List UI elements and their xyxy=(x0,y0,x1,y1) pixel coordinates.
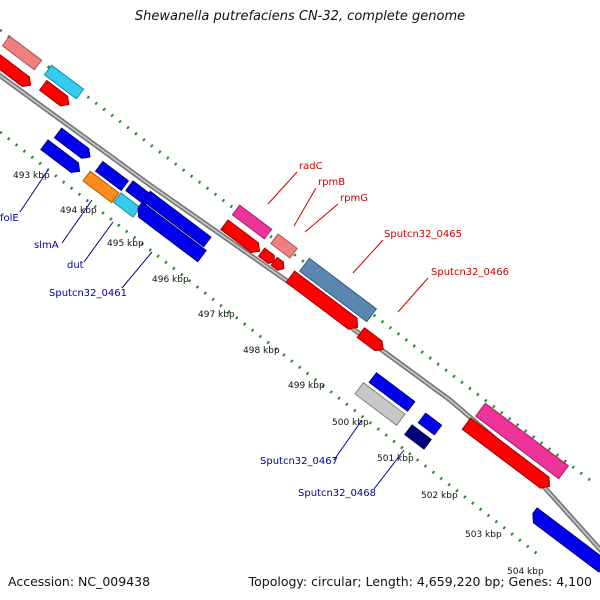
map-title: Shewanella putrefaciens CN-32, complete … xyxy=(134,9,466,24)
gene-label-Sputcn32_0467[interactable]: Sputcn32_0467 xyxy=(260,456,338,467)
feature-blue-0461[interactable] xyxy=(134,201,207,263)
kbp-label: 504 kbp xyxy=(507,567,544,577)
gene-label-slmA[interactable]: slmA xyxy=(34,240,59,251)
feature-blue-4[interactable] xyxy=(368,372,416,412)
kbp-label: 500 kbp xyxy=(332,418,369,428)
kbp-label: 499 kbp xyxy=(288,381,325,391)
leader-line-0461 xyxy=(121,251,153,289)
feature-cyan-dut[interactable] xyxy=(113,192,141,218)
kbp-label: 496 kbp xyxy=(152,275,189,285)
feature-rpmB[interactable] xyxy=(270,233,298,259)
leader-line-rpmG xyxy=(304,203,339,233)
feature-blue-folE[interactable] xyxy=(40,139,83,176)
feature-blue-6[interactable] xyxy=(529,507,600,573)
genome-backbone xyxy=(0,72,600,554)
gene-label-radC[interactable]: radC xyxy=(299,161,323,172)
leader-line-rpmB xyxy=(293,187,317,227)
leader-line-0466 xyxy=(397,277,429,313)
accession-text: Accession: NC_009438 xyxy=(8,574,151,589)
kbp-label: 493 kbp xyxy=(13,171,50,181)
leader-line-0468 xyxy=(373,449,405,490)
kbp-label: 503 kbp xyxy=(465,530,502,540)
kbp-label: 494 kbp xyxy=(60,206,97,216)
outer-tick-ring xyxy=(0,28,591,482)
feature-navy-0468[interactable] xyxy=(404,424,432,450)
feature-blue-1[interactable] xyxy=(53,127,93,162)
gene-label-Sputcn32_0465[interactable]: Sputcn32_0465 xyxy=(384,229,462,240)
kbp-label: 495 kbp xyxy=(107,239,144,249)
feature-blue-5[interactable] xyxy=(417,412,443,436)
feature-magenta-radC[interactable] xyxy=(231,204,273,240)
gene-label-folE[interactable]: folE xyxy=(0,213,19,224)
feature-red-rpmB[interactable] xyxy=(257,247,278,266)
feature-blue-0461-upper[interactable] xyxy=(142,190,212,248)
feature-red-radC[interactable] xyxy=(220,219,263,256)
feature-Sputcn32_0465[interactable] xyxy=(298,257,378,323)
inner-tick-ring xyxy=(0,130,541,558)
gene-label-Sputcn32_0461[interactable]: Sputcn32_0461 xyxy=(49,288,127,299)
gene-label-Sputcn32_0468[interactable]: Sputcn32_0468 xyxy=(298,488,376,499)
feature-orange-slmA[interactable] xyxy=(82,170,120,204)
feature-grey-0467[interactable] xyxy=(354,382,406,426)
feature-cyan-1[interactable] xyxy=(43,64,85,100)
gene-label-dut[interactable]: dut xyxy=(67,260,84,271)
feature-pink-1[interactable] xyxy=(1,35,43,71)
leader-line-folE xyxy=(19,169,49,213)
feature-red-rpmG[interactable] xyxy=(270,256,287,272)
kbp-label: 498 kbp xyxy=(243,346,280,356)
genome-backbone-highlight xyxy=(0,74,600,551)
leader-line-slmA xyxy=(61,199,93,244)
feature-red-2[interactable] xyxy=(38,79,73,110)
feature-blue-2[interactable] xyxy=(94,160,130,192)
leader-line-dut xyxy=(83,221,114,263)
gene-label-Sputcn32_0466[interactable]: Sputcn32_0466 xyxy=(431,267,509,278)
leader-line-0465 xyxy=(352,239,384,274)
feature-red-3[interactable] xyxy=(461,417,553,492)
gene-label-rpmB[interactable]: rpmB xyxy=(318,177,345,188)
kbp-label: 501 kbp xyxy=(377,454,414,464)
feature-red-0465[interactable] xyxy=(285,270,362,333)
kbp-label: 497 kbp xyxy=(198,310,235,320)
feature-magenta-2[interactable] xyxy=(474,402,570,480)
genome-summary-text: Topology: circular; Length: 4,659,220 bp… xyxy=(248,574,592,589)
leader-line-0467 xyxy=(333,419,363,461)
leader-line-radC xyxy=(267,171,298,205)
gene-label-rpmG[interactable]: rpmG xyxy=(340,193,368,204)
feature-red-1[interactable] xyxy=(0,53,34,90)
kbp-label: 502 kbp xyxy=(421,491,458,501)
feature-red-0466[interactable] xyxy=(356,327,387,354)
